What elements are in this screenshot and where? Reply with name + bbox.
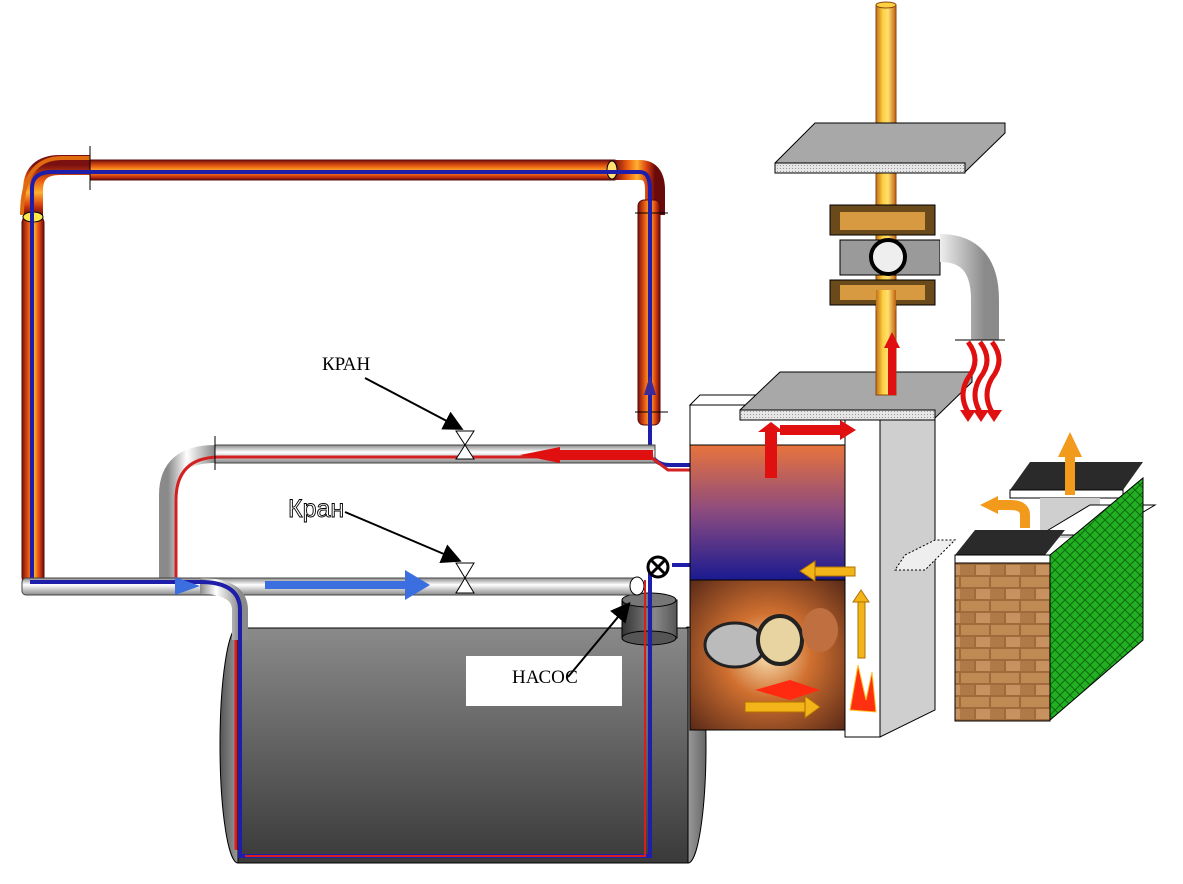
- ceiling-slab-upper: [774, 122, 1006, 174]
- valve-lower-label: Кран: [288, 495, 344, 523]
- valve-upper-label: КРАН: [322, 354, 371, 375]
- furnace: [688, 394, 936, 738]
- check-valve[interactable]: [646, 555, 670, 579]
- pump-label: НАСОС: [512, 667, 578, 688]
- valve-lower-pointer: [344, 511, 462, 563]
- building-wall-section: [894, 432, 1157, 722]
- heat-exchanger-unit: [829, 204, 941, 310]
- pump-pointer: [567, 601, 631, 678]
- storage-tank: [219, 626, 707, 864]
- lower-return-pipe: [21, 570, 652, 858]
- chimney: [875, 1, 900, 396]
- upper-bypass-pipe: [159, 436, 700, 850]
- valve-lower[interactable]: [455, 562, 475, 594]
- valve-upper[interactable]: [455, 430, 475, 460]
- pump-label-box: НАСОС: [466, 656, 622, 706]
- air-duct: [939, 234, 1005, 422]
- ceiling-slab-lower: [739, 371, 973, 421]
- valve-upper-pointer: [364, 377, 464, 430]
